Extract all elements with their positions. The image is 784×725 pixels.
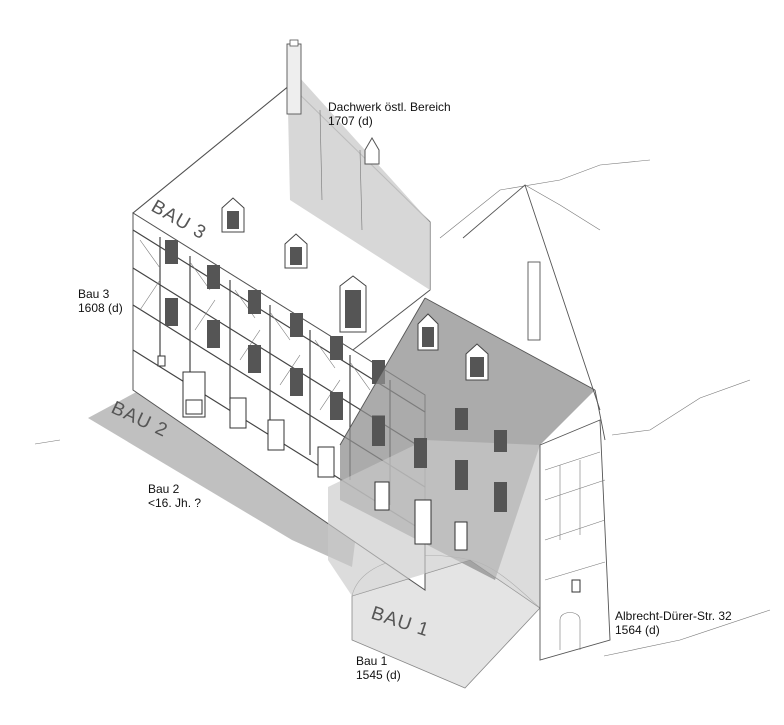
- albrecht-building: [462, 184, 611, 661]
- annotation-dachwerk-date: 1707 (d): [328, 114, 373, 128]
- chimney-2: [527, 261, 541, 341]
- dachwerk-panel: [287, 65, 430, 290]
- annotation-bau1-date: 1545 (d): [356, 668, 401, 682]
- annotation-bau3-title: Bau 3: [78, 287, 110, 301]
- east-dormers: [417, 313, 489, 381]
- bau1-footprint: [351, 559, 541, 689]
- annotation-dachwerk: Dachwerk östl. Bereich 1707 (d): [328, 100, 451, 128]
- annotation-albrecht-title: Albrecht-Dürer-Str. 32: [615, 609, 732, 623]
- bau1-windows: [372, 408, 507, 551]
- bau2-footprint: [88, 390, 360, 567]
- annotation-bau2-title: Bau 2: [148, 482, 180, 496]
- annotation-albrecht-date: 1564 (d): [615, 623, 660, 637]
- annotation-albrecht: Albrecht-Dürer-Str. 32 1564 (d): [615, 609, 732, 637]
- annotation-dachwerk-title: Dachwerk östl. Bereich: [328, 100, 451, 114]
- chimney: [286, 43, 302, 115]
- roof-dormers: [221, 137, 380, 333]
- annotation-bau3: Bau 3 1608 (d): [78, 287, 123, 315]
- annotation-bau3-date: 1608 (d): [78, 301, 123, 315]
- ground-lines: [34, 159, 771, 657]
- annotation-bau1: Bau 1 1545 (d): [356, 654, 401, 682]
- annotation-bau2: Bau 2 <16. Jh. ?: [148, 482, 201, 510]
- annotation-bau2-date: <16. Jh. ?: [148, 496, 202, 510]
- annotation-bau1-title: Bau 1: [356, 654, 388, 668]
